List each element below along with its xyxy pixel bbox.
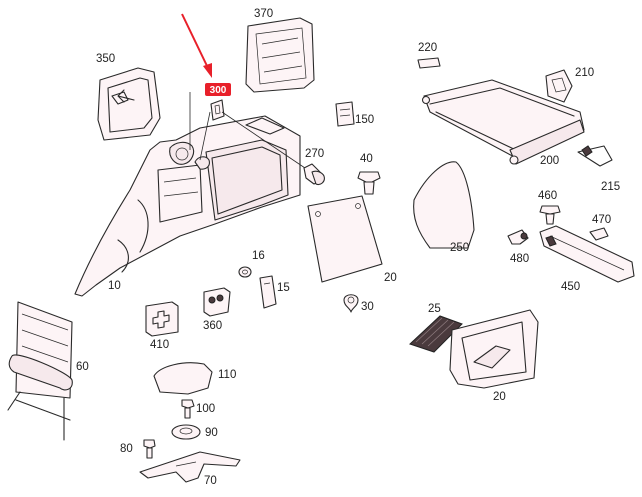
part-100-bolt [181, 399, 195, 419]
part-16-washer [238, 266, 252, 278]
label-80: 80 [120, 443, 133, 455]
part-300-badge[interactable]: 300 [205, 83, 231, 96]
label-60: 60 [76, 361, 89, 373]
part-215-holder [577, 145, 613, 167]
label-110: 110 [218, 369, 236, 381]
label-25: 25 [428, 303, 441, 315]
label-480: 480 [510, 253, 529, 265]
part-350-upper-trim [97, 67, 161, 141]
part-370-insulation [245, 17, 315, 93]
part-450-sill-trim [539, 225, 635, 283]
label-350: 350 [96, 53, 115, 65]
label-270: 270 [305, 148, 324, 160]
label-150: 150 [355, 114, 374, 126]
label-16: 16 [252, 250, 265, 262]
part-20-trim-lower [449, 309, 539, 389]
part-220-cap [417, 57, 441, 69]
part-70-bracket [139, 451, 241, 483]
label-15: 15 [277, 282, 290, 294]
label-90: 90 [205, 427, 218, 439]
part-480-latch [507, 229, 529, 245]
part-20-cover-upper [307, 195, 383, 283]
part-40-clip [357, 171, 381, 195]
label-460: 460 [538, 190, 557, 202]
part-110-cover [153, 362, 213, 395]
label-215: 215 [601, 181, 620, 193]
label-210: 210 [575, 67, 594, 79]
label-360: 360 [203, 320, 222, 332]
label-10: 10 [108, 280, 121, 292]
part-10-side-panel [74, 115, 301, 297]
part-80-bolt [143, 439, 156, 459]
badge-label: 300 [210, 85, 227, 96]
label-450: 450 [561, 281, 580, 293]
label-30: 30 [361, 301, 374, 313]
part-30-rivet [343, 294, 359, 313]
label-200: 200 [540, 155, 559, 167]
label-410: 410 [150, 339, 169, 351]
part-210-bracket [545, 69, 573, 103]
label-370: 370 [254, 8, 273, 20]
part-300-clip [210, 99, 225, 121]
label-470: 470 [592, 214, 611, 226]
part-270-screw [303, 163, 325, 186]
part-250-window [413, 161, 475, 249]
part-60-roller-cover [7, 301, 73, 441]
part-200-luggage-cover [421, 79, 585, 165]
part-90-ring [171, 424, 201, 440]
highlight-arrow [181, 13, 212, 78]
label-40: 40 [360, 153, 373, 165]
label-20-upper: 20 [384, 272, 397, 284]
part-25-grille [409, 315, 463, 353]
label-20-lower: 20 [493, 391, 506, 403]
part-460-clip [539, 205, 561, 225]
part-470-screw [589, 227, 609, 241]
part-15-cover [259, 275, 277, 309]
part-360-socket [203, 287, 231, 317]
label-220: 220 [418, 42, 437, 54]
part-150-clip [335, 101, 355, 127]
part-410-first-aid [145, 301, 179, 337]
label-100: 100 [196, 403, 215, 415]
label-70: 70 [204, 475, 217, 487]
label-250: 250 [450, 242, 469, 254]
